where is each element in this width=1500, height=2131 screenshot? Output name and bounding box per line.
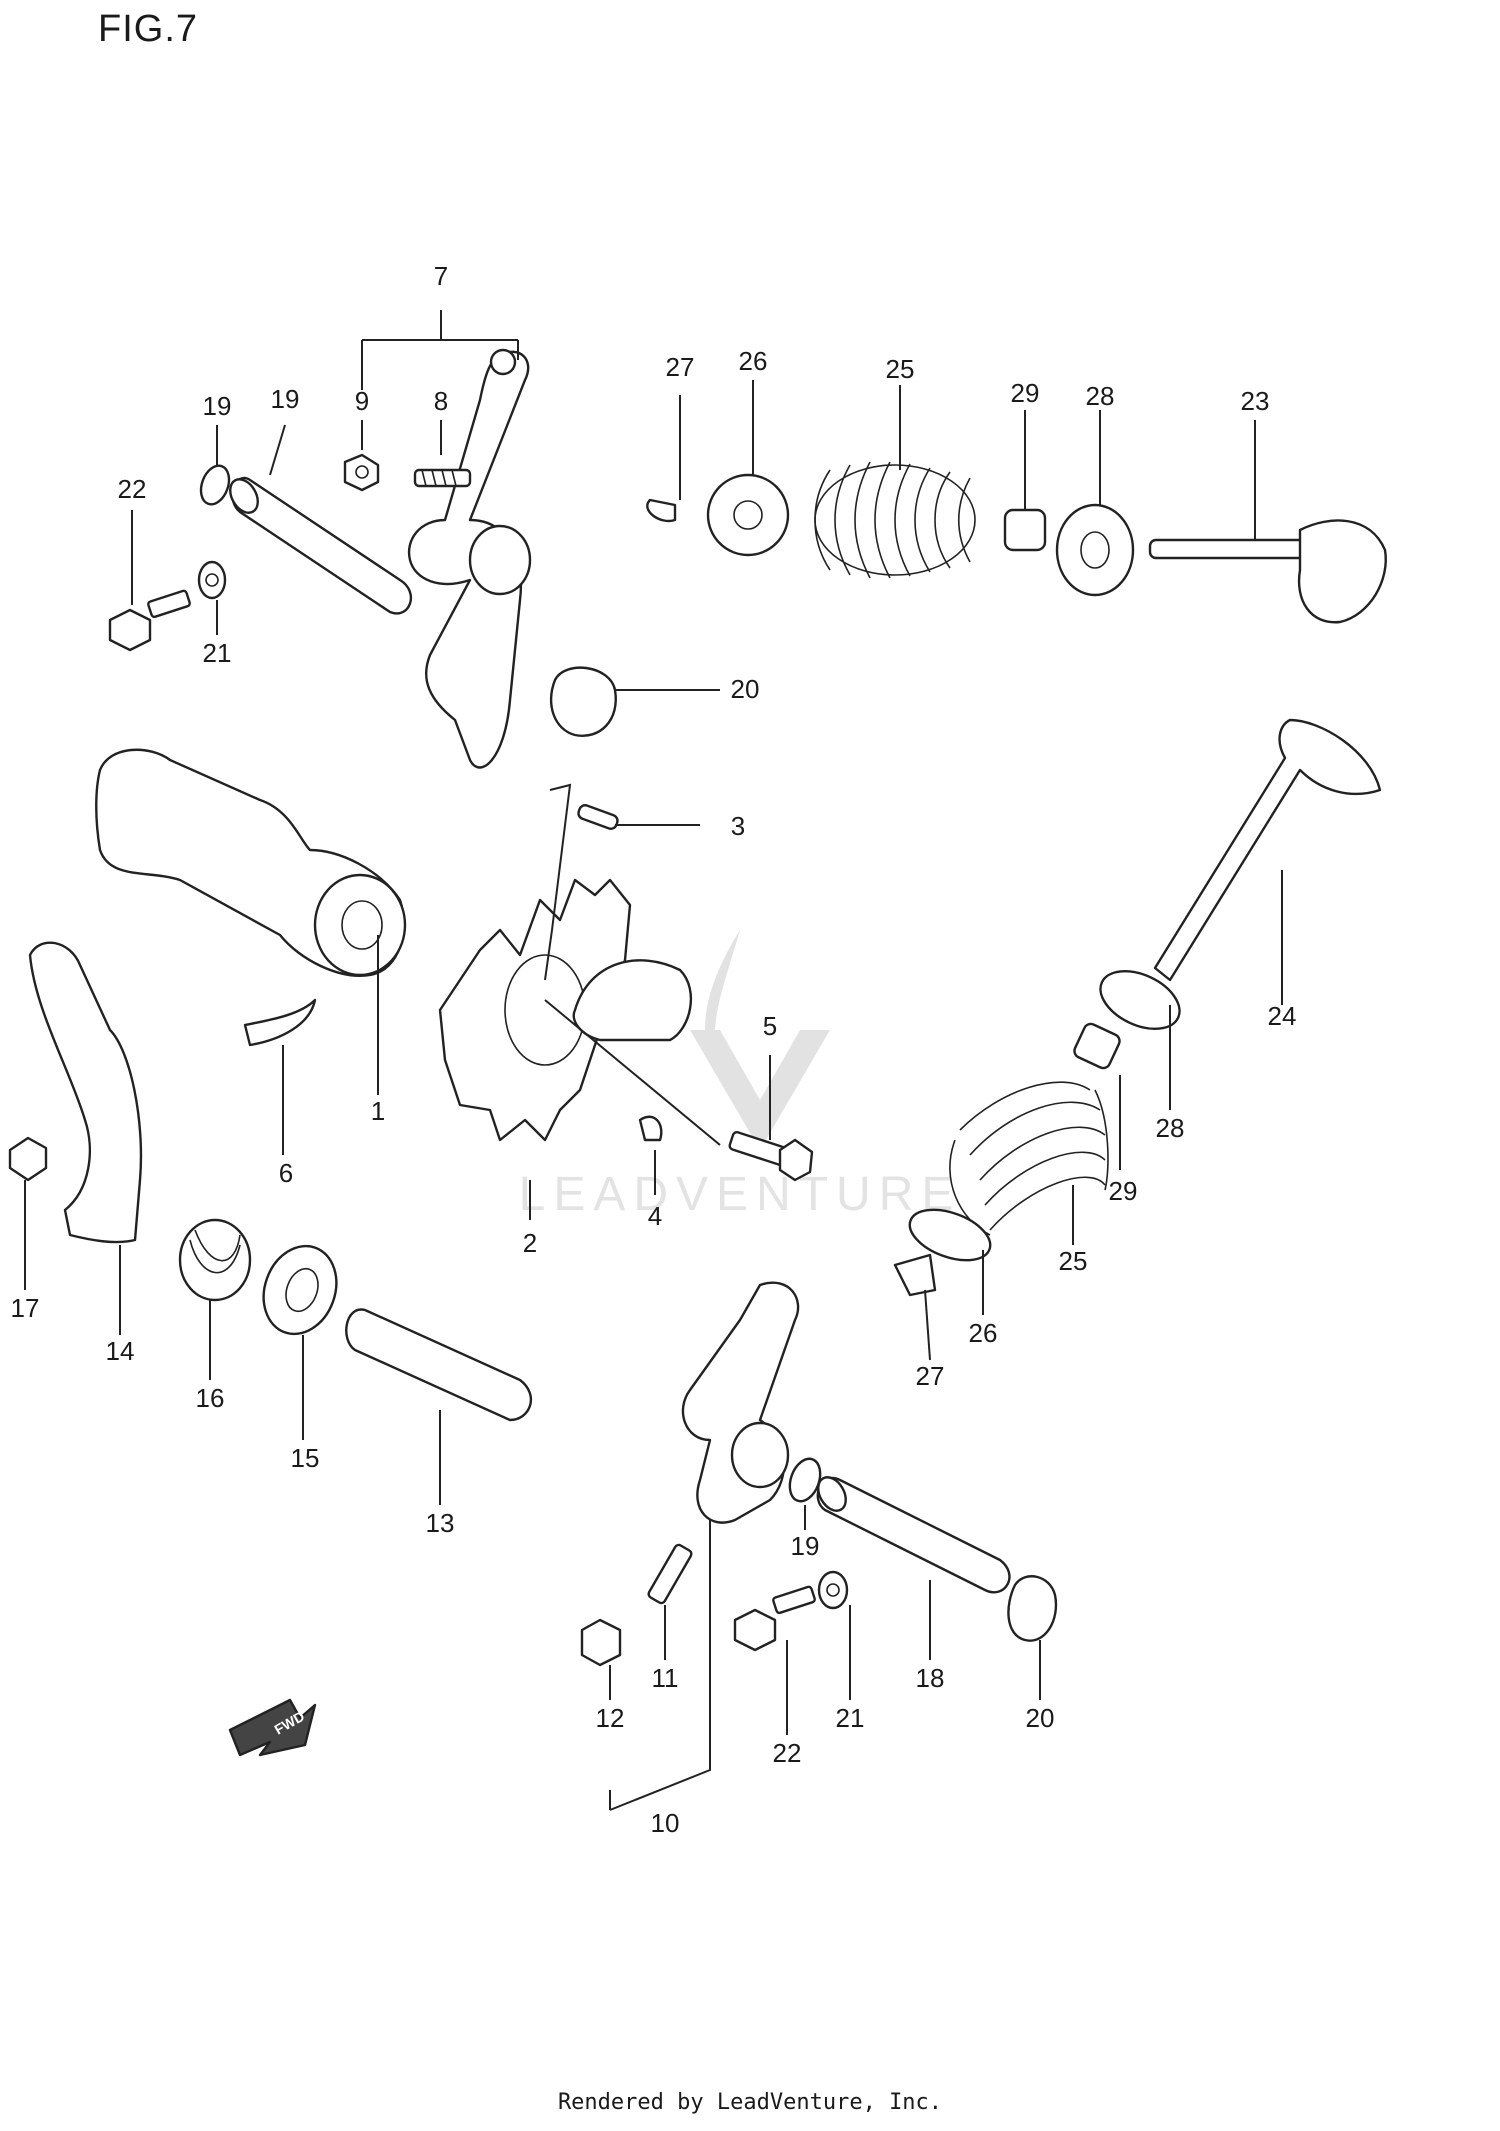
callout-25-lower: 25 — [1059, 1246, 1088, 1276]
callout-14: 14 — [106, 1336, 135, 1366]
leader-lines — [24, 310, 1283, 1811]
bolt-upper — [108, 589, 191, 652]
decomp-shim — [243, 998, 317, 1047]
callout-20-upper: 20 — [731, 674, 760, 704]
footer-credit: Rendered by LeadVenture, Inc. — [557, 2090, 943, 2115]
callout-26-lower: 26 — [969, 1318, 998, 1348]
valve-spring-upper — [814, 461, 976, 579]
callout-numbers: 7 9 8 19 19 22 21 20 27 26 25 29 28 23 3… — [11, 261, 1297, 1838]
bolt-lower — [733, 1585, 816, 1652]
callout-23: 23 — [1241, 386, 1270, 416]
figure-title: FIG.7 — [98, 8, 199, 50]
callout-10: 10 — [651, 1808, 680, 1838]
callout-18: 18 — [916, 1663, 945, 1693]
callout-29-upper: 29 — [1011, 378, 1040, 408]
stem-seal-upper — [1003, 508, 1047, 552]
watermark-logo: LEADVENTURE — [519, 930, 962, 1221]
washer-upper — [197, 560, 227, 600]
lever-nut — [8, 1136, 48, 1182]
callout-16: 16 — [196, 1383, 225, 1413]
rocker-arm-lower — [681, 1281, 800, 1524]
callout-6: 6 — [279, 1158, 293, 1188]
gasket-upper — [549, 666, 617, 737]
shaft-seal — [262, 1244, 338, 1336]
lock-nut-lower — [580, 1618, 622, 1667]
stem-seal-lower — [1073, 1022, 1121, 1070]
valve-upper — [1148, 519, 1387, 624]
callout-21-lower: 21 — [836, 1703, 865, 1733]
o-ring-upper — [199, 464, 231, 506]
watermark-text: LEADVENTURE — [519, 1168, 962, 1221]
spring-seat-upper — [1055, 503, 1135, 597]
callout-20-lower: 20 — [1026, 1703, 1055, 1733]
rocker-arm-upper — [407, 348, 532, 769]
callout-21-upper: 21 — [203, 638, 232, 668]
sprocket-bolt — [728, 1131, 814, 1182]
decomp-lever — [28, 941, 143, 1244]
callout-1: 1 — [371, 1096, 385, 1126]
camshaft — [95, 748, 407, 977]
callout-2: 2 — [523, 1228, 537, 1258]
callout-7: 7 — [434, 261, 448, 291]
washer-lower — [817, 1570, 849, 1610]
callout-27-lower: 27 — [916, 1361, 945, 1391]
callout-4: 4 — [648, 1201, 662, 1231]
callout-19-upper: 19 — [203, 391, 232, 421]
callout-22-lower: 22 — [773, 1738, 802, 1768]
callout-5: 5 — [763, 1011, 777, 1041]
cam-sprocket — [438, 878, 632, 1142]
callout-26-upper: 26 — [739, 346, 768, 376]
decomp-shaft — [345, 1308, 532, 1422]
callout-25-upper: 25 — [886, 354, 915, 384]
callout-13: 13 — [426, 1508, 455, 1538]
callout-19-lower: 19 — [791, 1531, 820, 1561]
valve-spring-lower — [949, 1081, 1109, 1236]
torsion-spring — [178, 1218, 252, 1302]
callout-19b-upper: 19 — [271, 384, 300, 414]
adjust-screw-upper — [413, 468, 472, 488]
lock-nut-upper — [343, 453, 380, 492]
callout-17: 17 — [11, 1293, 40, 1323]
cotter-lower — [893, 1253, 937, 1297]
callout-29-lower: 29 — [1109, 1176, 1138, 1206]
rocker-shaft-upper — [229, 476, 412, 615]
callout-22-upper: 22 — [118, 474, 147, 504]
callout-11: 11 — [652, 1663, 679, 1693]
callout-9: 9 — [355, 386, 369, 416]
cotter-upper — [646, 498, 677, 523]
valve-lower — [1153, 718, 1382, 982]
callout-15: 15 — [291, 1443, 320, 1473]
callout-24: 24 — [1268, 1001, 1297, 1031]
decomp-pin-small — [638, 1115, 663, 1142]
callout-27-upper: 27 — [666, 352, 695, 382]
retainer-upper — [706, 473, 790, 557]
retainer-lower — [908, 1208, 992, 1262]
callout-3: 3 — [731, 811, 745, 841]
fwd-arrow: FWD — [228, 1698, 317, 1757]
callout-12: 12 — [596, 1703, 625, 1733]
callout-28-lower: 28 — [1156, 1113, 1185, 1143]
rocker-shaft-lower — [816, 1476, 1011, 1594]
callout-8: 8 — [434, 386, 448, 416]
adjust-screw-lower — [647, 1543, 693, 1605]
callout-28-upper: 28 — [1086, 381, 1115, 411]
gasket-lower — [1007, 1575, 1058, 1642]
dowel-pin — [577, 804, 619, 830]
spring-seat-lower — [1099, 970, 1181, 1030]
